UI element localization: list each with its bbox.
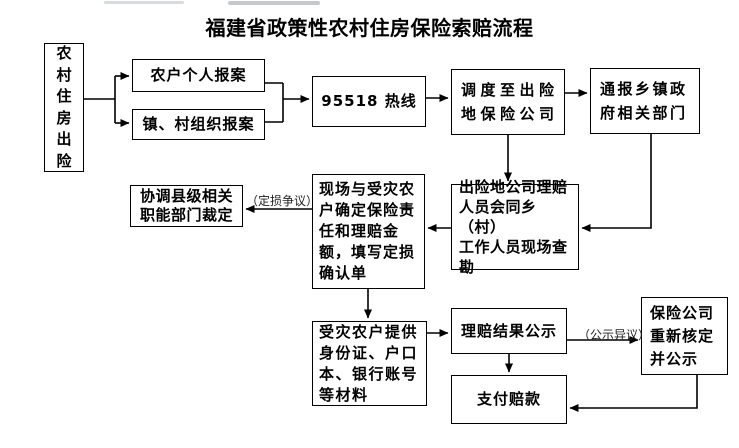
page-top-artifact	[104, 1, 184, 4]
flow-node-notify-government: 通报乡镇政 府相关部门	[590, 68, 700, 134]
flow-node-housing-incident: 农 村 住 房 出 险	[44, 43, 84, 172]
flow-node-reverify: 保险公司 重新核定 并公示	[641, 297, 728, 375]
flow-node-farmer-report: 农户个人报案	[132, 59, 265, 92]
connector-reverify-payment	[569, 375, 698, 412]
connector-start-split	[84, 76, 116, 123]
flow-node-org-report: 镇、村组织报案	[132, 109, 265, 140]
flow-node-claim-publicity: 理赔结果公示	[451, 308, 567, 354]
edge-label-damage-dispute: （定损争议）	[246, 194, 319, 208]
flow-node-hotline: 95518 热线	[312, 76, 426, 127]
flow-node-payment: 支付赔款	[451, 375, 567, 424]
connector-notify-survey	[581, 134, 652, 232]
flow-node-provide-materials: 受灾农户提供 身份证、户口 本、银行账号 等材料	[312, 321, 427, 406]
flow-node-county-coordination: 协调县级相关 职能部门裁定	[130, 185, 243, 227]
flow-node-confirm-loss: 现场与受灾农 户确定保险责 任和理赔金 额，填写定损 确认单	[312, 174, 425, 289]
flow-node-dispatch: 调度至出险 地保险公司	[451, 69, 565, 135]
connector-merge-reports	[265, 82, 284, 123]
page-title: 福建省政策性农村住房保险索赔流程	[205, 16, 534, 40]
page-top-artifact	[228, 1, 320, 5]
flow-node-site-survey: 出险地公司理赔 人员会同乡（村） 工作人员现场查 勘	[451, 178, 579, 276]
edge-label-publicity-objection: （公示异议）	[578, 328, 651, 342]
